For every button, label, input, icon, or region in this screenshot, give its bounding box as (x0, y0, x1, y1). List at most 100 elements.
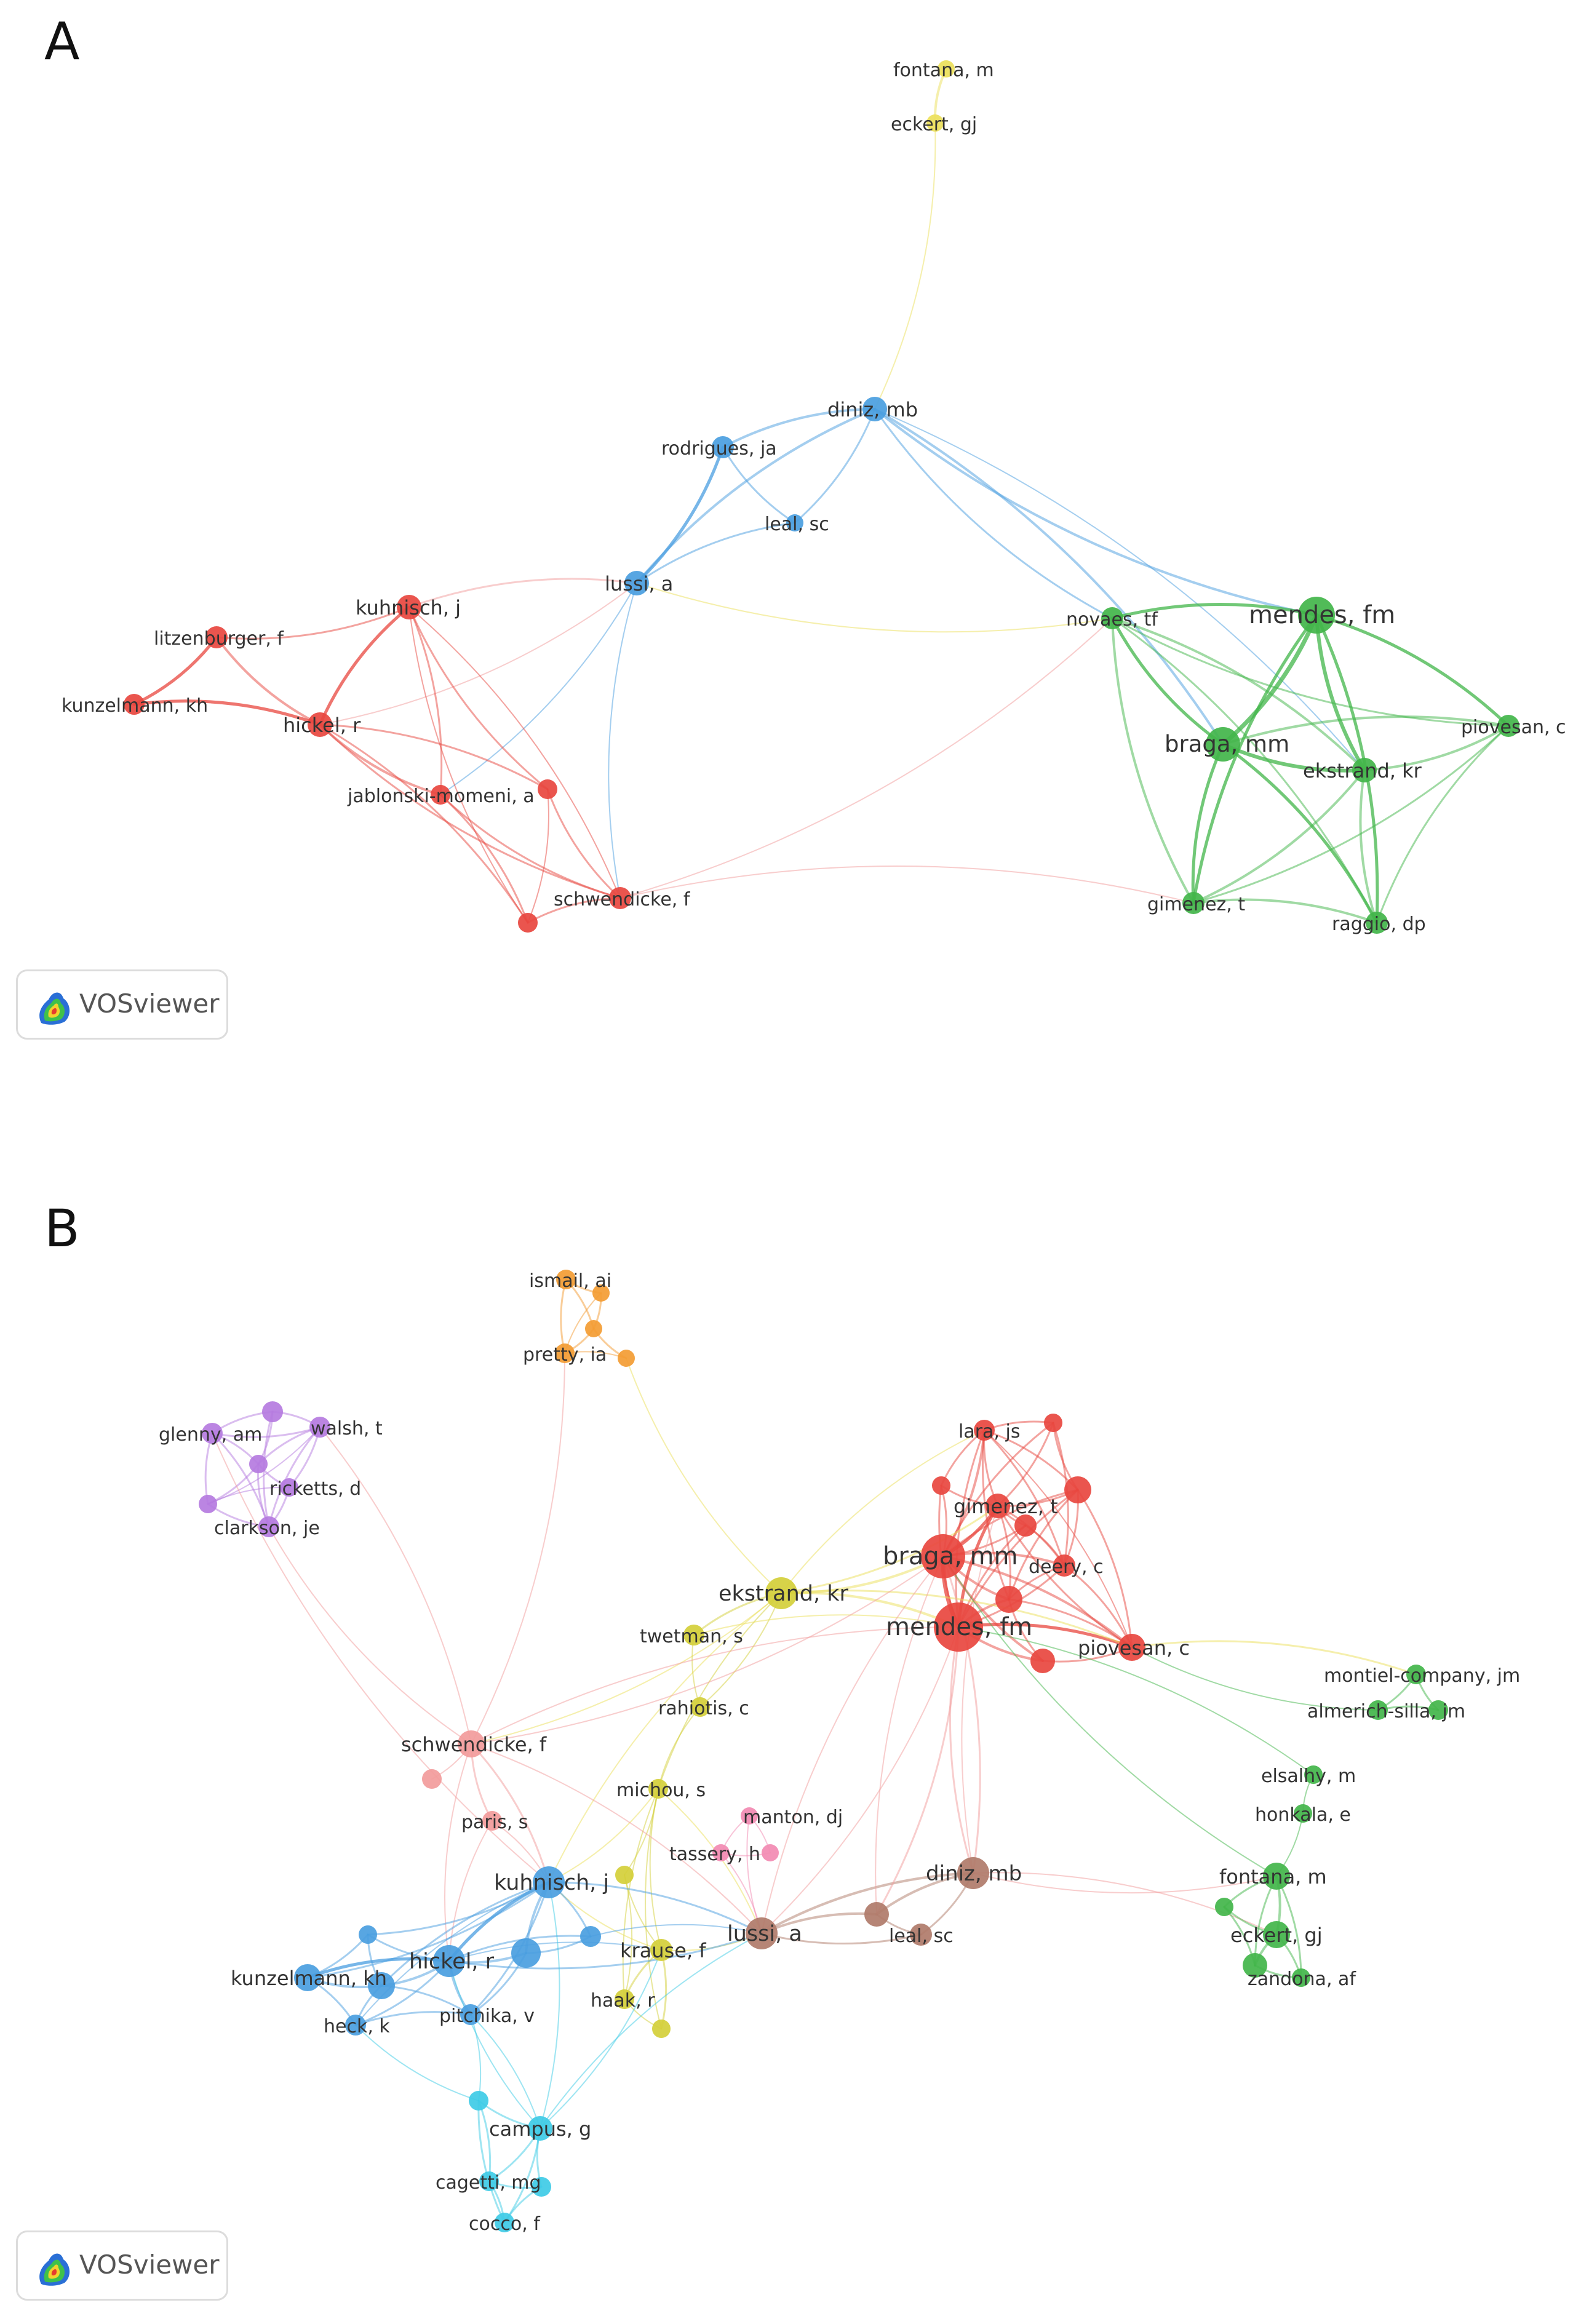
author-node[interactable] (690, 1697, 710, 1717)
author-node[interactable] (932, 1476, 950, 1495)
author-label: walsh, t (311, 1418, 383, 1439)
author-node[interactable] (555, 1343, 575, 1363)
author-node[interactable] (1304, 1765, 1323, 1784)
author-node[interactable] (648, 1779, 668, 1799)
author-node[interactable] (864, 1902, 889, 1927)
author-node[interactable] (712, 436, 734, 458)
author-node[interactable] (124, 694, 145, 715)
author-node[interactable] (205, 626, 228, 648)
author-node[interactable] (995, 1586, 1022, 1613)
author-node[interactable] (308, 712, 332, 737)
network-link (874, 408, 1113, 619)
author-node[interactable] (712, 1844, 730, 1861)
author-node[interactable] (1014, 1514, 1037, 1537)
author-node[interactable] (556, 1270, 576, 1289)
author-node[interactable] (1044, 1414, 1062, 1432)
author-node[interactable] (1243, 1953, 1267, 1978)
author-node[interactable] (532, 2177, 551, 2197)
author-node[interactable] (618, 1350, 635, 1367)
author-node[interactable] (765, 1577, 797, 1609)
author-node[interactable] (921, 1534, 965, 1578)
author-node[interactable] (986, 1494, 1010, 1518)
author-node[interactable] (1182, 892, 1205, 914)
author-node[interactable] (460, 2004, 481, 2025)
author-node[interactable] (938, 60, 955, 78)
author-node[interactable] (518, 913, 538, 933)
author-node[interactable] (262, 1401, 283, 1422)
author-node[interactable] (910, 1924, 932, 1946)
author-node[interactable] (528, 2116, 552, 2141)
network-link (355, 2024, 479, 2101)
author-node[interactable] (469, 2091, 488, 2111)
author-node[interactable] (974, 1420, 995, 1441)
author-node[interactable] (1030, 1649, 1055, 1673)
author-node[interactable] (1366, 912, 1388, 934)
author-node[interactable] (580, 1926, 601, 1947)
author-node[interactable] (762, 1844, 779, 1861)
author-node[interactable] (746, 1917, 778, 1949)
author-node[interactable] (1368, 1700, 1388, 1720)
author-label: leal, sc (765, 514, 829, 535)
author-node[interactable] (1263, 1863, 1290, 1890)
author-node[interactable] (934, 1602, 983, 1652)
author-node[interactable] (1215, 1898, 1233, 1916)
author-node[interactable] (926, 114, 944, 132)
author-node[interactable] (309, 1417, 330, 1438)
author-node[interactable] (1292, 1968, 1310, 1987)
author-node[interactable] (495, 2213, 514, 2232)
author-node[interactable] (422, 1769, 442, 1789)
author-node[interactable] (538, 779, 557, 799)
author-node[interactable] (1352, 758, 1377, 782)
network-link (1192, 898, 1378, 924)
author-node[interactable] (482, 1811, 502, 1831)
author-node[interactable] (294, 1964, 321, 1991)
author-node[interactable] (957, 1857, 989, 1889)
author-label: honkala, e (1255, 1804, 1351, 1826)
author-node[interactable] (511, 1938, 541, 1968)
author-node[interactable] (1101, 607, 1123, 629)
author-node[interactable] (683, 1625, 704, 1646)
author-node[interactable] (650, 1939, 672, 1961)
author-node[interactable] (862, 397, 887, 421)
network-link (608, 583, 637, 899)
author-node[interactable] (533, 1866, 565, 1898)
author-node[interactable] (1263, 1921, 1290, 1948)
author-node[interactable] (280, 1478, 298, 1497)
author-node[interactable] (1206, 727, 1240, 762)
author-node[interactable] (609, 887, 631, 909)
author-node[interactable] (1294, 1804, 1312, 1823)
author-node[interactable] (1053, 1554, 1075, 1577)
author-node[interactable] (741, 1807, 758, 1825)
author-node[interactable] (592, 1284, 610, 1302)
author-node[interactable] (1406, 1665, 1426, 1684)
author-node[interactable] (199, 1495, 217, 1513)
author-node[interactable] (249, 1455, 268, 1473)
author-node[interactable] (615, 1866, 634, 1884)
author-label: ricketts, d (269, 1478, 361, 1500)
network-link (319, 723, 621, 899)
author-node[interactable] (258, 1516, 279, 1537)
author-node[interactable] (1497, 715, 1519, 737)
author-node[interactable] (1298, 597, 1335, 634)
author-node[interactable] (431, 785, 450, 805)
author-node[interactable] (368, 1972, 395, 1999)
author-node[interactable] (397, 595, 421, 619)
author-node[interactable] (652, 2020, 671, 2038)
network-link (408, 606, 549, 790)
author-node[interactable] (359, 1925, 377, 1944)
author-node[interactable] (433, 1945, 465, 1977)
author-node[interactable] (1428, 1700, 1448, 1720)
author-node[interactable] (624, 571, 649, 595)
author-node[interactable] (458, 1730, 485, 1757)
author-node[interactable] (202, 1423, 223, 1444)
author-label: haak, r (591, 1990, 655, 2012)
author-node[interactable] (479, 2171, 499, 2191)
author-node[interactable] (345, 2015, 366, 2035)
author-node[interactable] (615, 1989, 634, 2009)
author-node[interactable] (786, 514, 803, 531)
author-node[interactable] (1118, 1634, 1145, 1661)
network-link (439, 794, 621, 899)
author-node[interactable] (585, 1320, 602, 1337)
network-link (1008, 1489, 1079, 1601)
author-node[interactable] (1064, 1476, 1091, 1503)
